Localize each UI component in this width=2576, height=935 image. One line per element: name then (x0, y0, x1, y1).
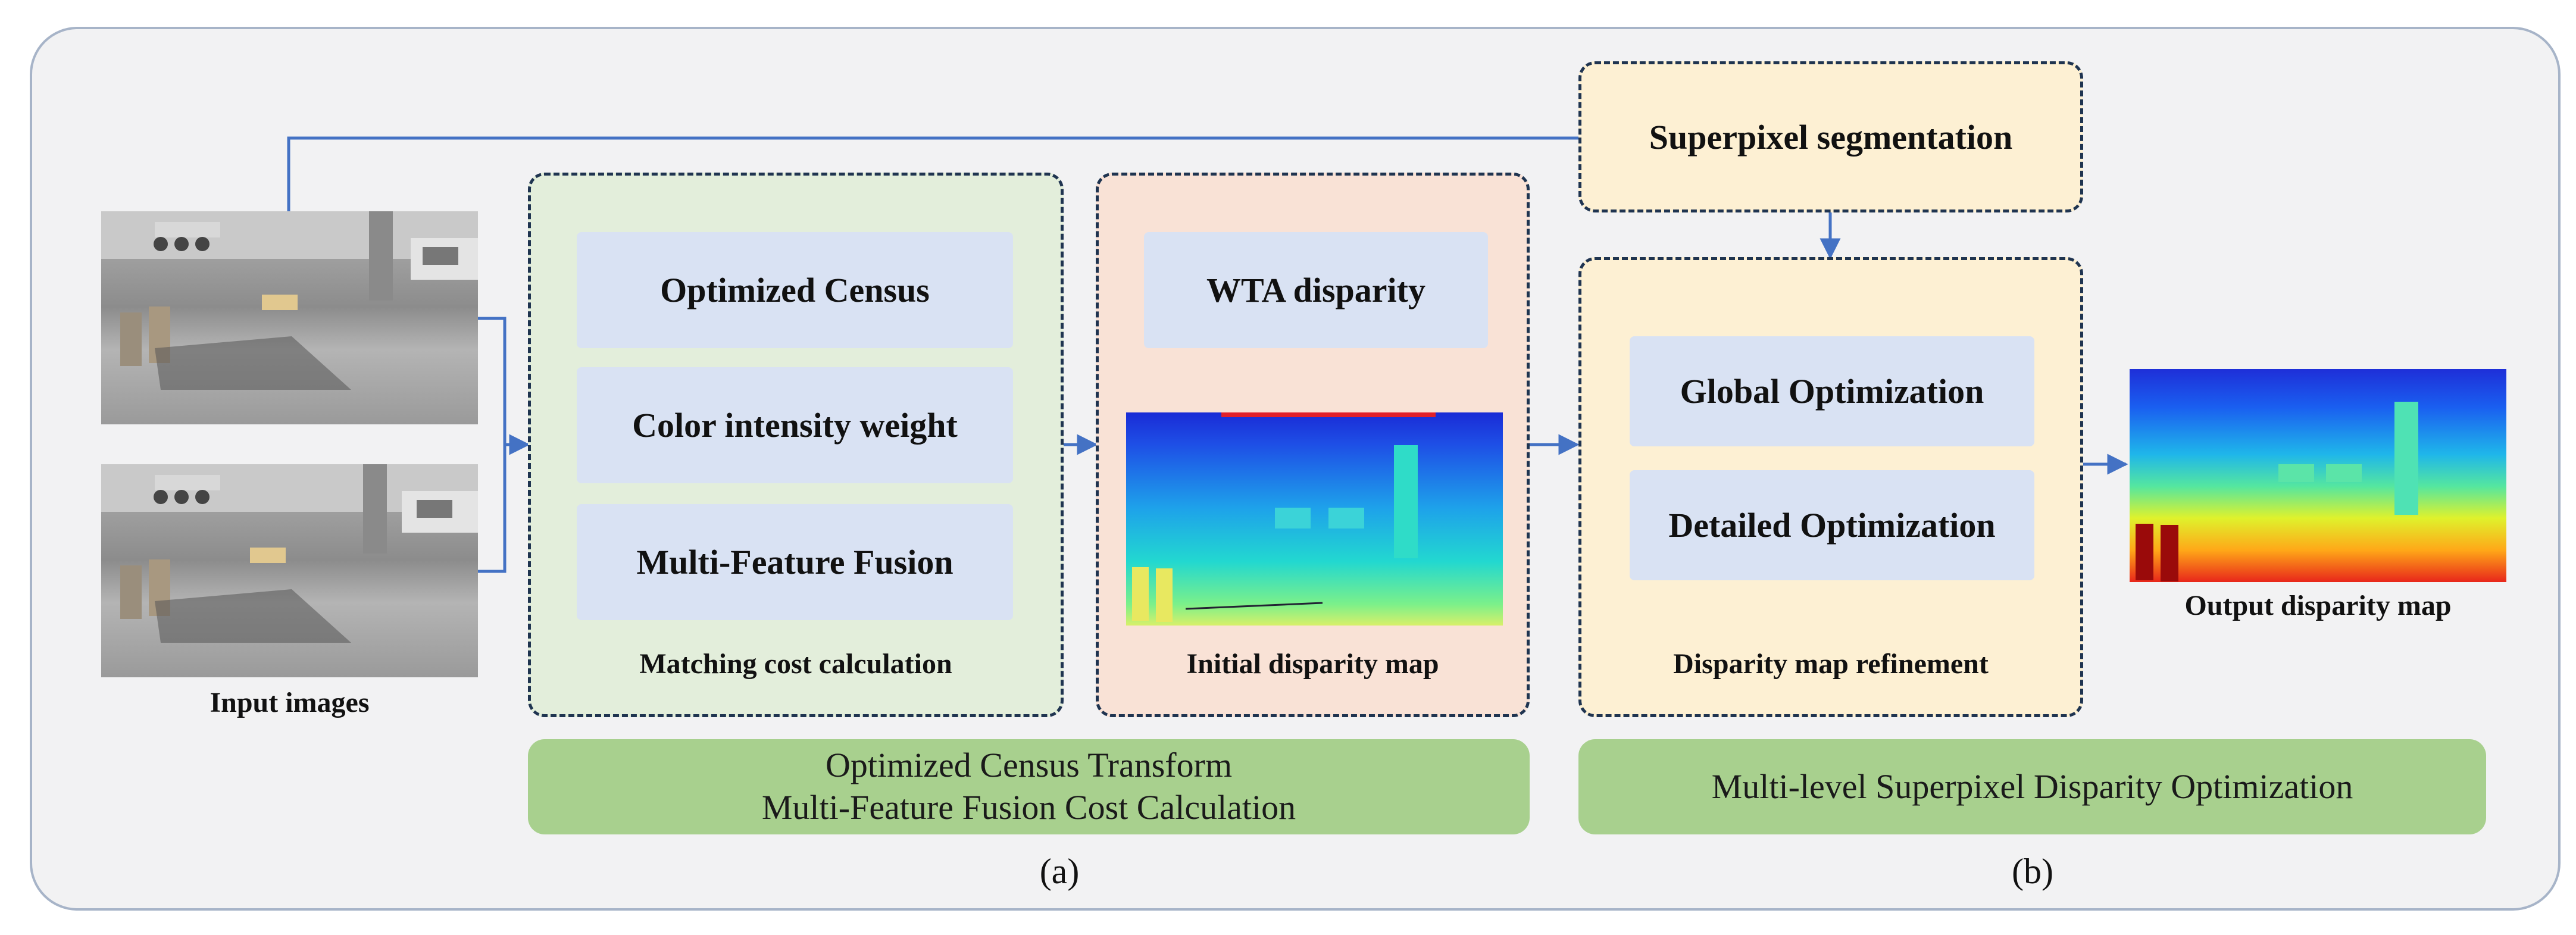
lunar-scene-left (101, 211, 478, 390)
output-disparity-shapes (2136, 402, 2418, 581)
banner-a: Optimized Census Transform Multi-Feature… (528, 739, 1530, 834)
output-disparity-caption: Output disparity map (2184, 590, 2452, 621)
superpixel-segmentation-label: Superpixel segmentation (1649, 117, 2013, 157)
input-image-right (101, 464, 478, 677)
output-disparity-image (2130, 369, 2506, 582)
color-intensity-weight-box: Color intensity weight (577, 367, 1013, 483)
multi-feature-fusion-box: Multi-Feature Fusion (577, 504, 1013, 620)
label-a: (a) (1039, 852, 1080, 891)
label-b: (b) (2012, 852, 2053, 891)
inputs-merge-line (478, 317, 507, 573)
input-image-left (101, 211, 478, 424)
matching-cost-caption: Matching cost calculation (639, 648, 952, 680)
banner-a-line-1: Optimized Census Transform (825, 746, 1233, 785)
banner-a-line-2: Multi-Feature Fusion Cost Calculation (761, 788, 1296, 827)
input-images-caption: Input images (210, 687, 370, 718)
initial-disparity-shapes (1132, 412, 1436, 622)
disparity-refinement-caption: Disparity map refinement (1673, 648, 1989, 680)
optimized-census-box: Optimized Census (577, 232, 1013, 348)
initial-disparity-caption: Initial disparity map (1186, 648, 1439, 680)
wta-disparity-box: WTA disparity (1144, 232, 1488, 348)
detailed-optimization-box: Detailed Optimization (1630, 470, 2034, 580)
global-optimization-box: Global Optimization (1630, 336, 2034, 446)
initial-disparity-image (1126, 412, 1503, 626)
banner-b: Multi-level Superpixel Disparity Optimiz… (1578, 739, 2486, 834)
banner-b-line: Multi-level Superpixel Disparity Optimiz… (1711, 767, 2353, 806)
superpixel-segmentation-box: Superpixel segmentation (1578, 61, 2083, 212)
lunar-scene-right (101, 464, 478, 643)
input-to-superpixel-line (287, 136, 1578, 211)
